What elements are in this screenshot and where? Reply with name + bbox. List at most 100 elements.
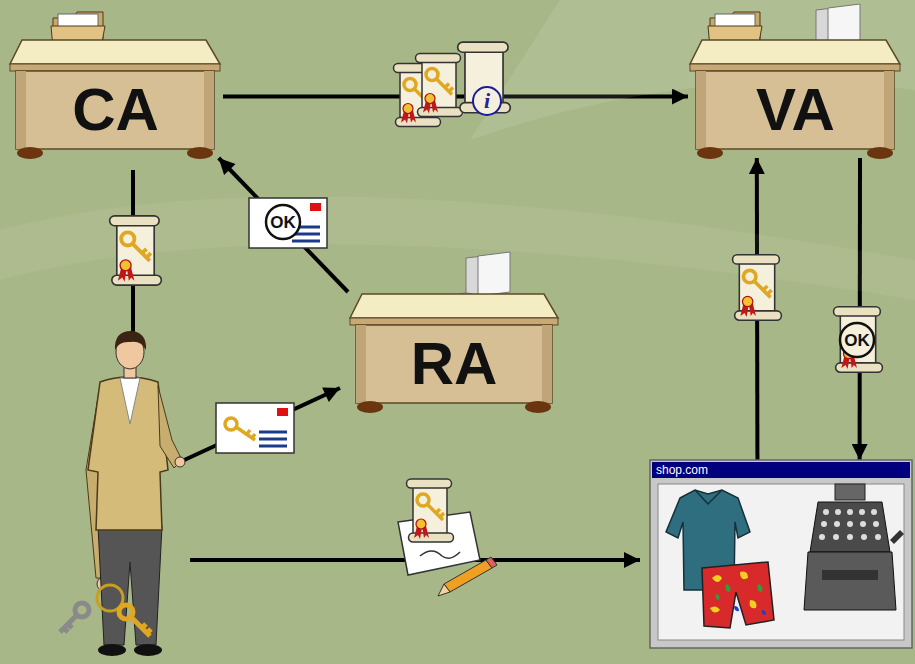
va-desk-part — [696, 71, 894, 149]
person-part — [175, 457, 185, 467]
va-desk-part — [884, 71, 894, 149]
person-part — [88, 377, 168, 530]
desk-node: CA — [8, 8, 223, 158]
shop-window-part-part — [859, 509, 865, 515]
certificate-icon-part — [118, 260, 134, 282]
certificate-icon-part — [121, 232, 151, 261]
shop-window-part-part — [873, 521, 879, 527]
certificate-bundle-icon-part-part — [416, 54, 463, 117]
shop-window-part — [650, 460, 912, 648]
ra-desk-part — [350, 318, 558, 325]
va-desk — [690, 4, 900, 159]
shop-window-part — [710, 572, 756, 613]
shop-window-part — [890, 530, 904, 544]
ca-desk-part — [17, 147, 43, 159]
signed-order-icon-part-part — [417, 494, 444, 520]
person-part — [120, 378, 140, 424]
shop-window-part — [734, 606, 766, 615]
person-arrows-part — [180, 388, 340, 462]
certificate-icon-part — [740, 296, 756, 317]
certificate-icon — [733, 255, 782, 321]
shop-window-part-part — [847, 521, 853, 527]
certificate-bundle-icon-part — [473, 87, 501, 115]
shop-window — [650, 460, 912, 648]
person-part — [60, 616, 76, 632]
info-mark: i — [484, 90, 490, 112]
ca-desk — [10, 12, 220, 159]
signed-order-icon-part — [407, 479, 454, 542]
desk-node: VA — [688, 8, 903, 158]
shop-window-part — [695, 490, 722, 504]
shop-window-part-part — [847, 509, 853, 515]
shop-window-part — [804, 552, 896, 610]
shop-window-part-part — [833, 534, 839, 540]
key-envelope-icon-part — [216, 403, 294, 453]
person-part — [119, 605, 133, 619]
ra-desk-part — [478, 252, 510, 296]
shop-window-part-part — [847, 534, 853, 540]
shop-window-part — [702, 562, 774, 628]
field-stripes-part — [0, 196, 915, 300]
shop-window-part — [835, 484, 865, 500]
shop-window-part — [715, 584, 762, 600]
va-desk-part — [867, 147, 893, 159]
desk-node: RA — [348, 262, 560, 412]
shop-window-part-part — [871, 509, 877, 515]
va-desk-part — [696, 71, 706, 149]
person-part — [75, 603, 89, 617]
person-part — [158, 386, 182, 468]
certificate-bundle-icon-part — [458, 42, 511, 113]
shop-window-part — [822, 570, 878, 580]
ca-desk-part — [10, 64, 220, 71]
shop-window-part — [658, 484, 904, 640]
ca-desk-part — [16, 71, 26, 149]
signed-order-icon-part-part — [407, 479, 454, 542]
certificate-bundle-icon-part-part — [426, 69, 453, 95]
person — [60, 331, 185, 656]
shop-window-part-part — [860, 521, 866, 527]
ra-desk — [350, 252, 558, 413]
certificate-icon-part — [733, 255, 782, 321]
certificate-bundle-icon-part-part — [423, 94, 438, 114]
ca-desk-part — [187, 147, 213, 159]
ok-mark: OK — [270, 214, 296, 231]
person-part — [98, 526, 162, 645]
shop-window-part-part — [875, 534, 881, 540]
window-node: shop.com — [650, 460, 912, 648]
key-envelope-icon — [216, 403, 294, 453]
person-part — [98, 644, 126, 656]
person-arrows — [133, 170, 640, 560]
ra-desk-part — [542, 325, 552, 403]
valid-certificate-icon — [834, 307, 883, 373]
person-part — [134, 644, 162, 656]
approval-envelope-icon-part — [266, 205, 300, 239]
approval-envelope-icon-part — [249, 198, 327, 248]
ca-desk-part — [204, 71, 214, 149]
certificate-icon-part — [110, 216, 162, 285]
shop-window-part-part — [821, 521, 827, 527]
shop-window-part — [652, 462, 910, 478]
desk-label: RA — [411, 325, 498, 403]
shop-window-part-part — [834, 521, 840, 527]
certificate-bundle-icon-part — [416, 54, 463, 117]
shop-window-part-part — [819, 534, 825, 540]
person-part — [131, 617, 151, 636]
shop-window-part-part — [861, 534, 867, 540]
desk-label: CA — [72, 71, 159, 149]
certificate-icon — [110, 216, 162, 285]
va-desk-part — [690, 64, 900, 71]
shop-window-part — [819, 509, 881, 540]
signed-order-icon — [398, 479, 497, 596]
approval-envelope-icon — [249, 198, 327, 248]
certificate-bundle-icon — [394, 42, 511, 126]
desk-label: VA — [756, 71, 835, 149]
valid-certificate-icon-part — [840, 323, 874, 357]
ra-desk-part — [357, 401, 383, 413]
ra-desk-part — [525, 401, 551, 413]
ca-desk-part — [10, 40, 220, 64]
va-desk-part — [697, 147, 723, 159]
shop-window-part — [810, 502, 890, 552]
window-title: shop.com — [656, 462, 708, 478]
va-desk-part — [690, 40, 900, 64]
